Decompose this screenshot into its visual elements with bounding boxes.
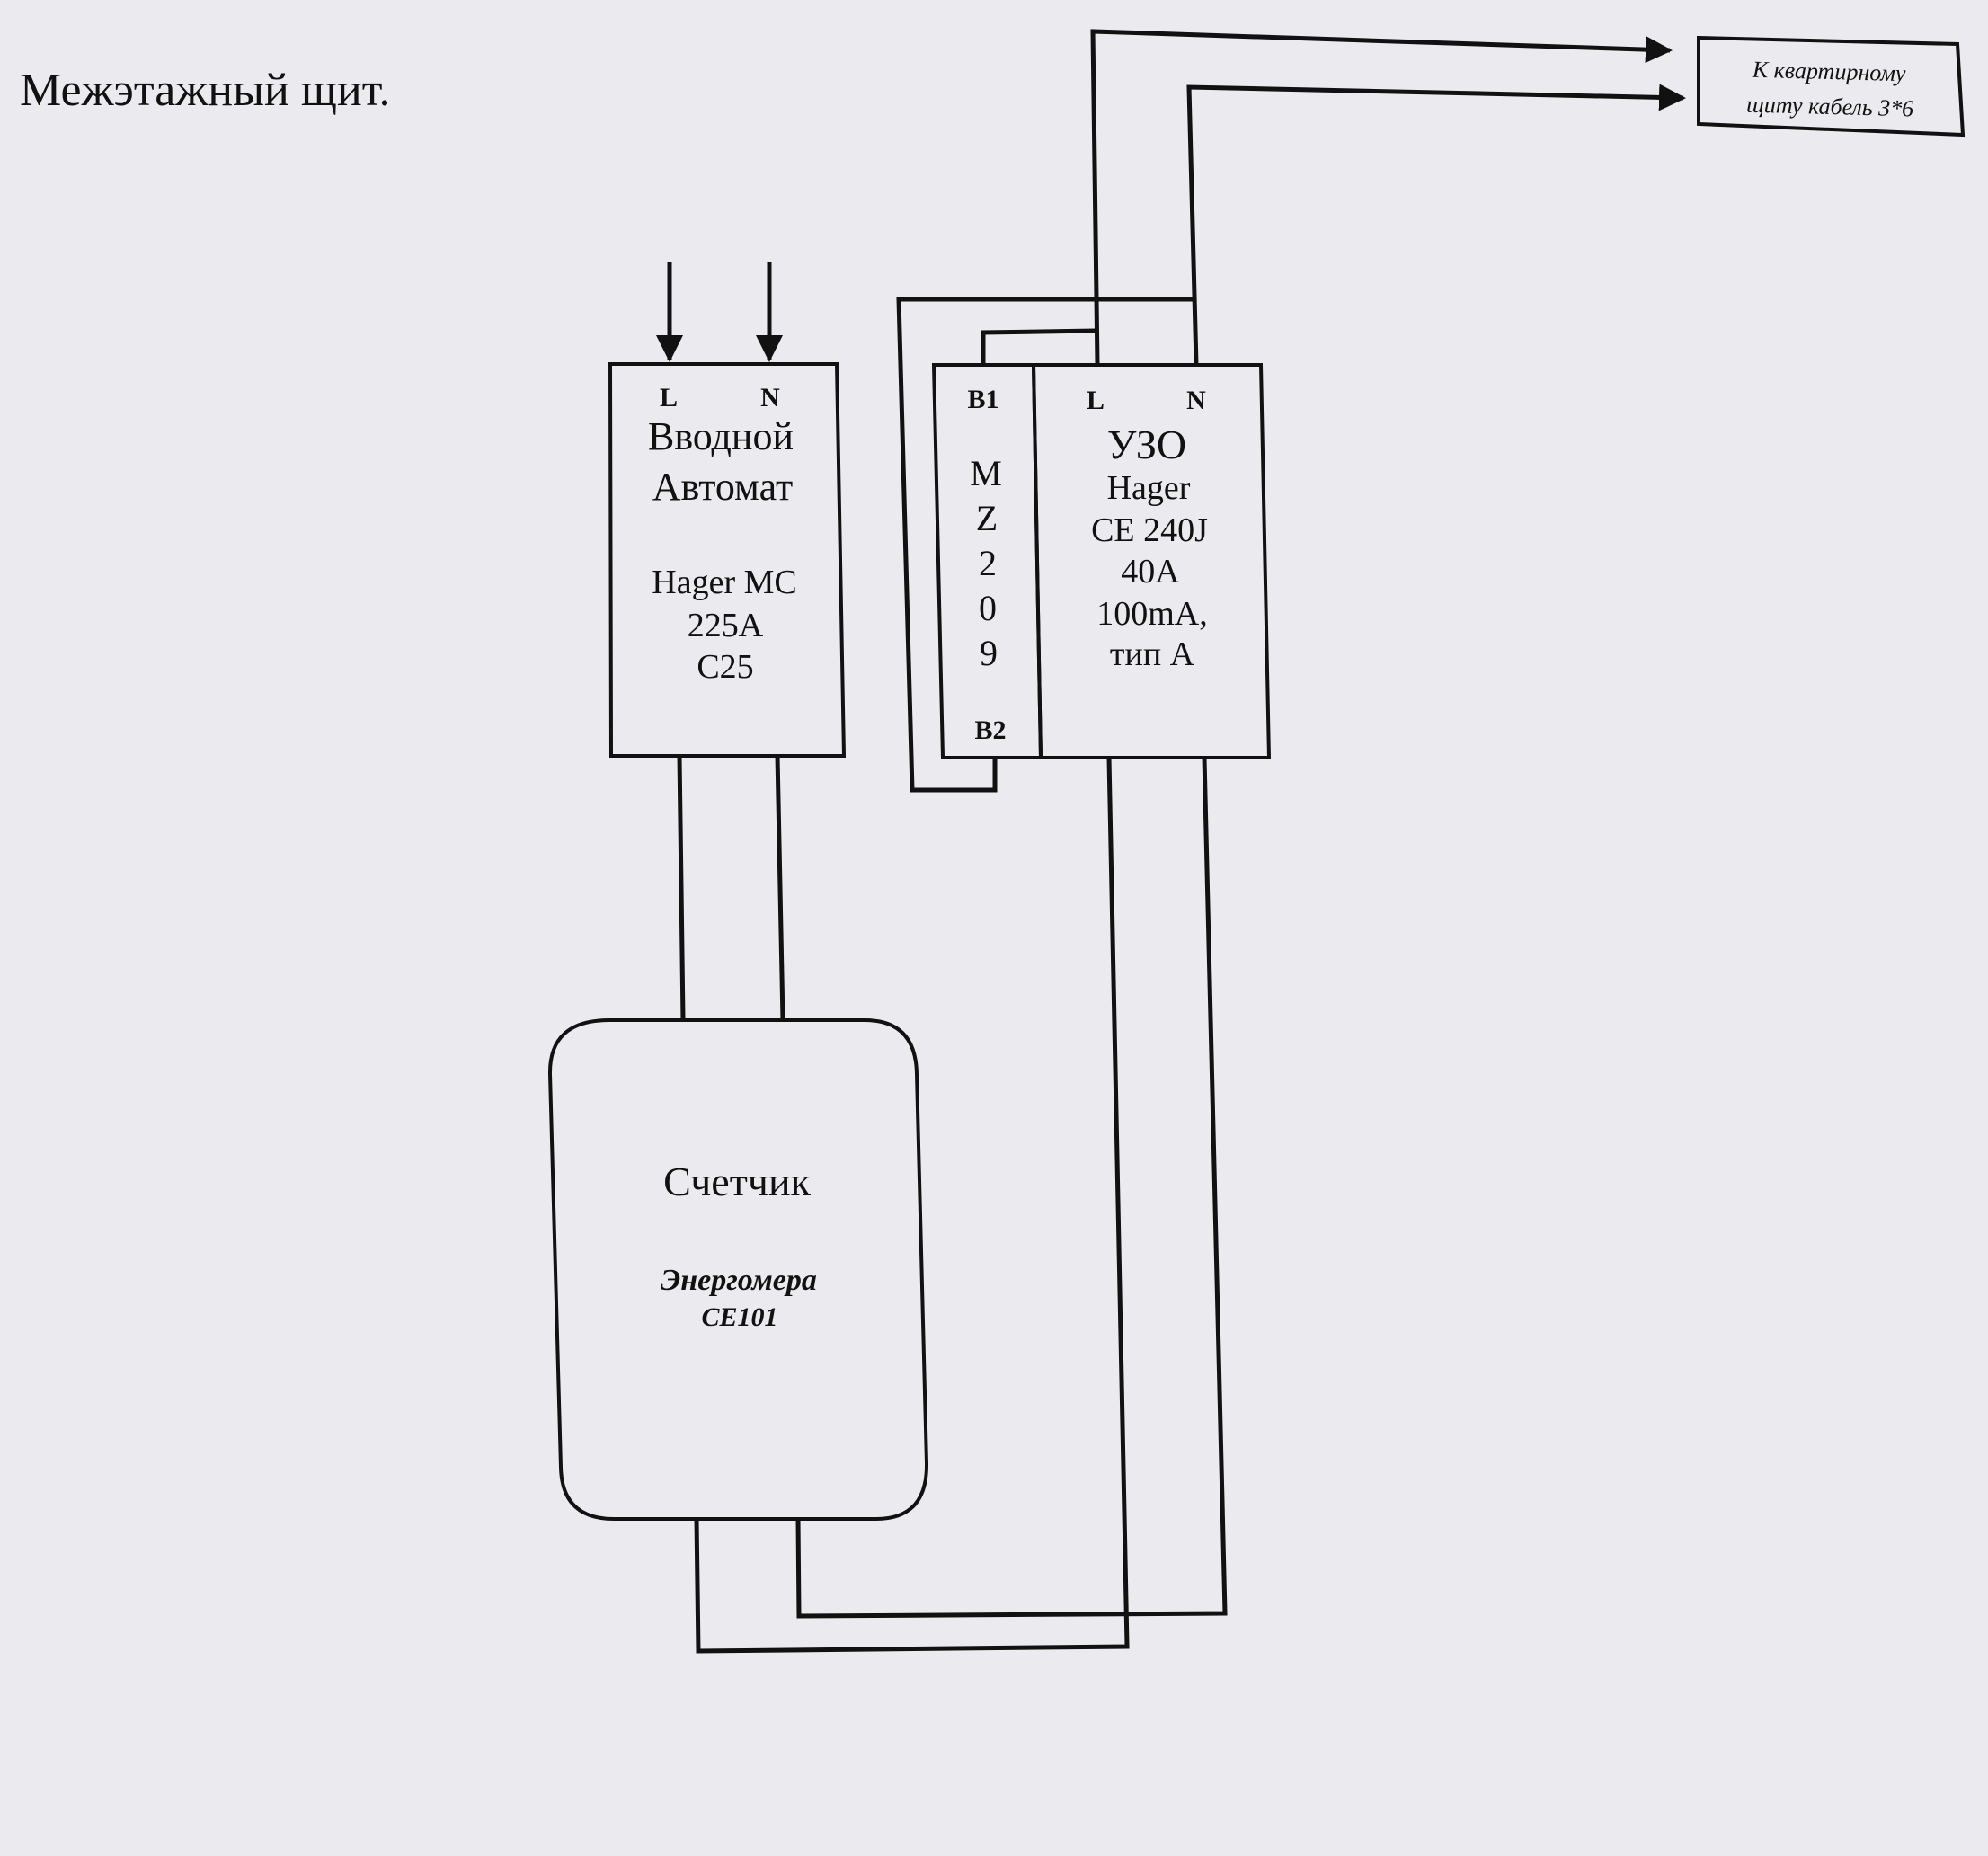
wire-breaker-to-meter-n (775, 755, 785, 1021)
breaker-rating: 225A (688, 607, 764, 644)
mz209-terminal-b1: B1 (967, 385, 998, 414)
breaker-terminal-l: L (660, 383, 678, 413)
mz209-letter-5: 9 (980, 633, 998, 673)
destination-box: К квартирному щиту кабель 3*6 (1697, 35, 1966, 138)
meter-model: CE101 (701, 1302, 777, 1332)
wire-rcd-n-output (1186, 84, 1686, 366)
mz209-letter-1: M (970, 453, 1002, 493)
destination-line1: К квартирному (1752, 57, 1907, 86)
meter-brand: Энергомера (661, 1264, 817, 1297)
wire-rcd-l-output (1090, 29, 1673, 366)
page-title: Межэтажный щит. (20, 65, 391, 116)
breaker-model: Hager MC (652, 564, 796, 601)
meter-name: Счетчик (663, 1159, 811, 1204)
wire-b2-loop (896, 297, 1193, 793)
mz209-letter-4: 0 (979, 588, 997, 628)
wire-breaker-to-meter-l (677, 755, 686, 1021)
rcd-terminal-l: L (1087, 386, 1105, 415)
mz209-terminal-b2: B2 (974, 715, 1006, 745)
rcd-brand: Hager (1107, 469, 1191, 507)
breaker-terminal-n: N (760, 383, 780, 413)
destination-line2: щиту кабель 3*6 (1746, 92, 1914, 122)
wire-meter-to-rcd-l (694, 757, 1130, 1654)
rcd-module: L N УЗО Hager CE 240J 40A 100mA, тип А (1031, 363, 1272, 759)
rcd-terminal-n: N (1186, 386, 1206, 415)
wire-meter-to-rcd-n (795, 757, 1228, 1619)
mz209-module: B1 M Z 2 0 9 B2 (931, 363, 1043, 759)
wire-b1-to-rcd-l (981, 328, 1096, 365)
rcd-type: тип А (1110, 635, 1195, 673)
rcd-sensitivity: 100mA, (1096, 595, 1208, 633)
electricity-meter: Счетчик Энергомера CE101 (547, 1018, 929, 1521)
rcd-name: УЗО (1107, 422, 1186, 467)
mz209-letter-2: Z (976, 498, 998, 538)
breaker-name-line1: Вводной (648, 414, 794, 458)
rcd-model: CE 240J (1091, 511, 1208, 549)
breaker-name-line2: Автомат (652, 465, 793, 509)
rcd-current: 40A (1121, 553, 1180, 591)
introductory-breaker: L N Вводной Автомат Hager MC 225A C25 (608, 362, 847, 758)
mz209-letter-3: 2 (979, 543, 997, 583)
breaker-curve: C25 (697, 648, 753, 686)
